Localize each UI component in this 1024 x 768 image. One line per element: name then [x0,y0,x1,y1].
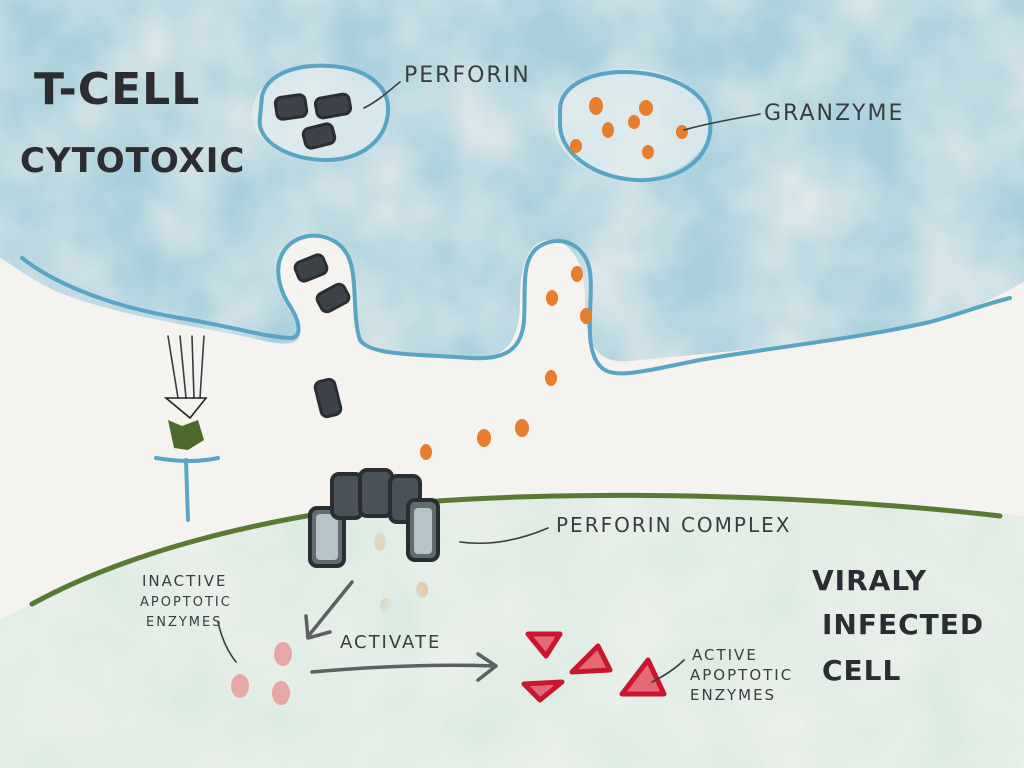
infected-cell-body [0,494,1024,768]
granzyme-label: GRANZYME [764,101,904,126]
granzyme-dot [545,370,557,386]
active-enzyme [521,679,565,703]
active-label-line2: APOPTOTIC [690,666,793,684]
tcell-body [0,0,1024,362]
infected-title-line3: CELL [822,654,901,687]
inactive-enzymes [231,642,292,705]
inactive-leader [217,621,237,663]
perforin-complex [308,468,440,568]
granzyme-dot [628,115,640,129]
perforin-granule [273,93,309,121]
perforin-granule [315,282,351,314]
inactive-enzyme [274,642,292,666]
active-enzymes [521,631,667,703]
activate-arrow [310,652,498,682]
infected-title-line1: VIRALY [812,564,927,597]
granzyme-dot [571,266,583,282]
granzyme-dot [589,97,603,115]
t-cell-receptor [163,335,208,420]
inactive-label-line3: ENZYMES [146,615,222,630]
perforin-leader [363,81,401,109]
perforin-label: PERFORIN [404,63,531,88]
tcell-subtitle: CYTOTOXIC [20,141,245,181]
inactive-enzyme [231,674,249,698]
perforin-granule [293,253,329,283]
active-label-line1: ACTIVE [692,646,758,664]
granzyme-dot [420,444,432,460]
inactive-label-line2: APOPTOTIC [140,595,232,610]
granzyme-dot [546,290,558,306]
granzyme-dot [515,419,529,437]
perforin-complex-label: PERFORIN COMPLEX [556,513,791,537]
granzyme-dot [580,308,592,324]
active-leader [651,659,685,683]
budding-perforin [293,253,351,419]
granzyme-vesicle [558,69,713,183]
perforin-granule [301,122,337,150]
active-label-line3: ENZYMES [690,686,776,704]
active-enzyme [569,643,613,675]
infected-title-line2: INFECTED [822,608,984,641]
mhc-receptor [168,420,204,450]
complex-leader [459,527,549,545]
activate-label: ACTIVATE [340,632,441,653]
granzyme-dot [602,122,614,138]
inactive-enzyme [272,681,290,705]
granzyme-dot [676,125,688,139]
granzyme-leader [683,113,761,131]
infected-cell-membrane [29,492,1003,607]
arrow-to-enzymes [304,580,354,640]
active-enzyme [525,631,563,659]
granzyme-dot [639,100,653,116]
tcell-title: T-CELL [34,64,200,115]
active-enzyme [619,657,667,697]
perforin-granule [313,377,343,419]
granzyme-dot [570,139,582,153]
inactive-label-line1: INACTIVE [142,572,227,590]
granzyme-dot [642,145,654,159]
tcell-membrane [20,233,1012,376]
perforin-granule [313,92,353,120]
granzyme-dot [477,429,491,447]
perforin-vesicle [257,63,391,163]
mhc-stalk [154,456,220,522]
